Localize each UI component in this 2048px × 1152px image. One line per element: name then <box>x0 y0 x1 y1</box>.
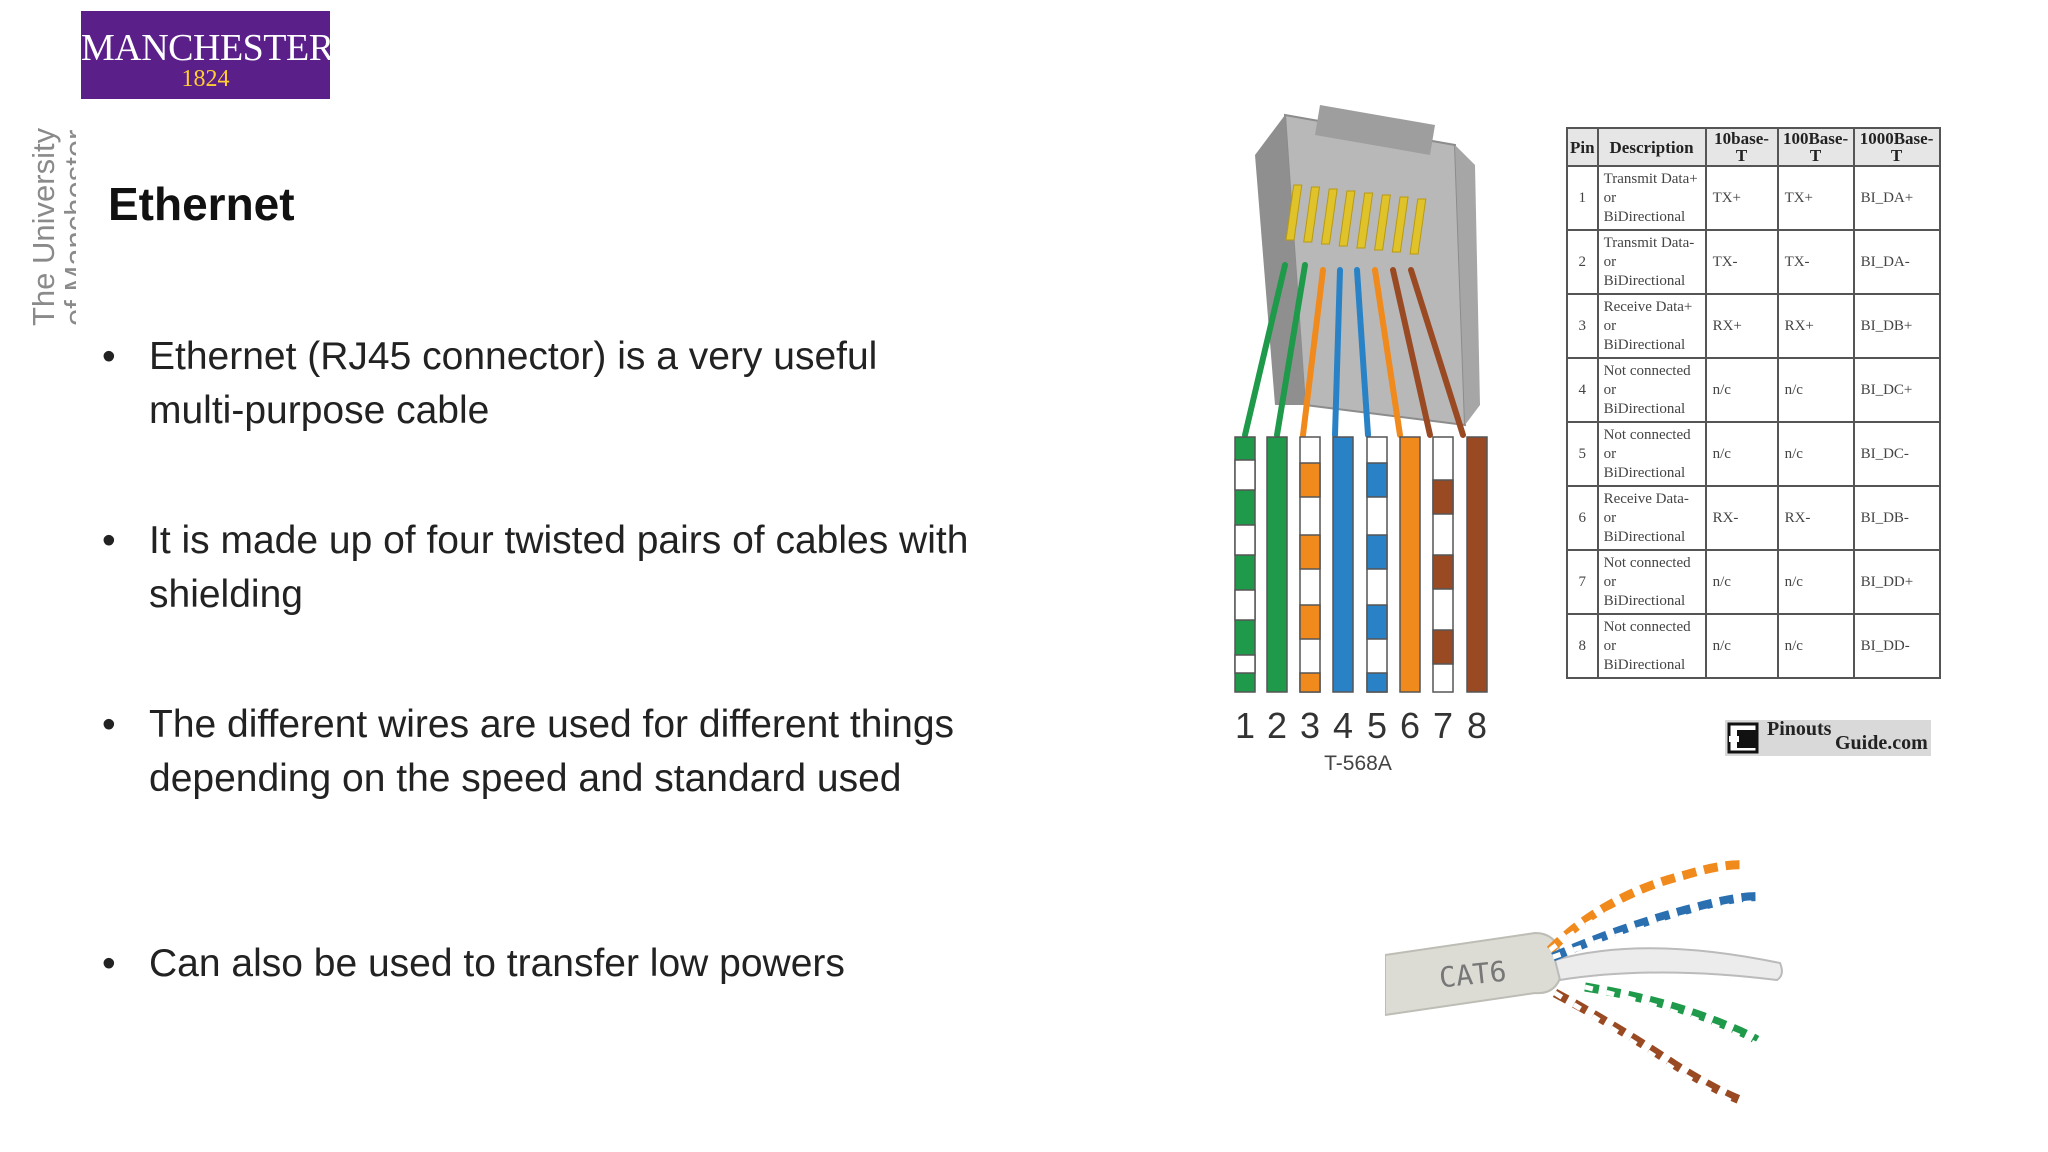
cell-description: Not connected or BiDirectional <box>1596 421 1707 487</box>
pin-number: 4 <box>1333 705 1353 746</box>
pin-number: 8 <box>1467 705 1487 746</box>
table-row: 1 Transmit Data+ or BiDirectional TX+ TX… <box>1566 165 1941 231</box>
cat6-label: CAT6 <box>1438 955 1509 995</box>
cell-pin: 7 <box>1566 549 1599 615</box>
pin-number: 6 <box>1400 705 1420 746</box>
pin-number: 2 <box>1267 705 1287 746</box>
bullet-text: It is made up of four twisted pairs of c… <box>149 519 969 616</box>
pin-number: 7 <box>1433 705 1453 746</box>
cell-10base: n/c <box>1704 421 1779 487</box>
cell-1000base: BI_DA+ <box>1852 165 1941 231</box>
table-row: 2 Transmit Data- or BiDirectional TX- TX… <box>1566 229 1941 295</box>
cell-description: Transmit Data- or BiDirectional <box>1596 229 1707 295</box>
header-1000base: 1000Base-T <box>1852 127 1941 167</box>
cell-10base: n/c <box>1704 357 1779 423</box>
cell-description: Not connected or BiDirectional <box>1596 357 1707 423</box>
cell-pin: 8 <box>1566 613 1599 679</box>
cell-10base: TX- <box>1704 229 1779 295</box>
standard-label: T-568A <box>1324 752 1392 775</box>
cat6-cable-image: CAT6 <box>1384 815 1805 1115</box>
header-10base: 10base-T <box>1704 127 1779 167</box>
bullet-dot: • <box>102 942 116 985</box>
pin-number: 1 <box>1235 705 1255 746</box>
cell-1000base: BI_DD- <box>1852 613 1941 679</box>
cell-description: Receive Data- or BiDirectional <box>1596 485 1707 551</box>
cell-100base: n/c <box>1776 613 1855 679</box>
cell-100base: n/c <box>1776 421 1855 487</box>
cell-100base: RX+ <box>1776 293 1855 359</box>
cat6-cable-illustration: CAT6 <box>1384 860 1783 1109</box>
bullet-dot: • <box>102 703 116 746</box>
university-line-2: of Manchester <box>58 130 76 326</box>
rj45-diagram: 1 2 3 4 5 6 7 8 T-568A <box>1215 105 1515 775</box>
cell-100base: TX- <box>1776 229 1855 295</box>
header-description: Description <box>1596 127 1707 167</box>
bullet-text: Ethernet (RJ45 connector) is a very usef… <box>149 335 878 432</box>
cell-10base: n/c <box>1704 613 1779 679</box>
cell-1000base: BI_DA- <box>1852 229 1941 295</box>
logo-year: 1824 <box>181 66 230 92</box>
table-row: 3 Receive Data+ or BiDirectional RX+ RX+… <box>1566 293 1941 359</box>
bullet-text: The different wires are used for differe… <box>149 703 955 800</box>
university-logo: MANCHESTER 1824 <box>81 11 334 99</box>
pinoutsguide-logo: Pinouts Guide.com <box>1725 718 1931 756</box>
bullet-dot: • <box>102 519 116 562</box>
pin-number: 3 <box>1300 705 1320 746</box>
bullet-text: Can also be used to transfer low powers <box>149 942 845 985</box>
cell-pin: 4 <box>1566 357 1599 423</box>
slide-title: Ethernet <box>108 178 295 230</box>
header-100base: 100Base-T <box>1776 127 1855 167</box>
header-pin: Pin <box>1566 127 1599 167</box>
cell-description: Not connected or BiDirectional <box>1596 549 1707 615</box>
cell-pin: 1 <box>1566 165 1599 231</box>
cell-10base: n/c <box>1704 549 1779 615</box>
cell-10base: RX- <box>1704 485 1779 551</box>
cell-1000base: BI_DB+ <box>1852 293 1941 359</box>
table-header-row: Pin Description 10base-T 100Base-T 1000B… <box>1566 127 1941 167</box>
cell-description: Not connected or BiDirectional <box>1596 613 1707 679</box>
university-vertical-text: The University of Manchester <box>14 108 93 328</box>
cell-1000base: BI_DD+ <box>1852 549 1941 615</box>
table-row: 5 Not connected or BiDirectional n/c n/c… <box>1566 421 1941 487</box>
rj45-connector-illustration: 1 2 3 4 5 6 7 8 T-568A <box>1234 105 1488 775</box>
logo-name: MANCHESTER <box>81 27 334 69</box>
cell-description: Transmit Data+ or BiDirectional <box>1596 165 1707 231</box>
cell-pin: 5 <box>1566 421 1599 487</box>
cell-1000base: BI_DB- <box>1852 485 1941 551</box>
bullet-item: • The different wires are used for diffe… <box>102 698 989 806</box>
pinoutsguide-icon <box>1727 722 1759 754</box>
table-row: 8 Not connected or BiDirectional n/c n/c… <box>1566 613 1941 679</box>
cell-10base: RX+ <box>1704 293 1779 359</box>
table-row: 4 Not connected or BiDirectional n/c n/c… <box>1566 357 1941 423</box>
bullet-item: • Ethernet (RJ45 connector) is a very us… <box>102 330 969 438</box>
cell-description: Receive Data+ or BiDirectional <box>1596 293 1707 359</box>
cell-1000base: BI_DC- <box>1852 421 1941 487</box>
cell-10base: TX+ <box>1704 165 1779 231</box>
bullet-dot: • <box>102 335 116 378</box>
table-row: 7 Not connected or BiDirectional n/c n/c… <box>1566 549 1941 615</box>
pinout-table: Pin Description 10base-T 100Base-T 1000B… <box>1566 127 1941 679</box>
cell-pin: 3 <box>1566 293 1599 359</box>
pinoutsguide-text-1: Pinouts <box>1767 718 1832 740</box>
pin-number: 5 <box>1367 705 1387 746</box>
cell-1000base: BI_DC+ <box>1852 357 1941 423</box>
bullet-item: • Can also be used to transfer low power… <box>102 937 1029 991</box>
cell-100base: n/c <box>1776 357 1855 423</box>
table-row: 6 Receive Data- or BiDirectional RX- RX-… <box>1566 485 1941 551</box>
university-line-1: The University <box>26 127 61 326</box>
cell-pin: 6 <box>1566 485 1599 551</box>
bullet-item: • It is made up of four twisted pairs of… <box>102 514 969 622</box>
pinoutsguide-text-2: Guide.com <box>1835 732 1928 754</box>
cell-pin: 2 <box>1566 229 1599 295</box>
cell-100base: n/c <box>1776 549 1855 615</box>
cell-100base: TX+ <box>1776 165 1855 231</box>
cell-100base: RX- <box>1776 485 1855 551</box>
